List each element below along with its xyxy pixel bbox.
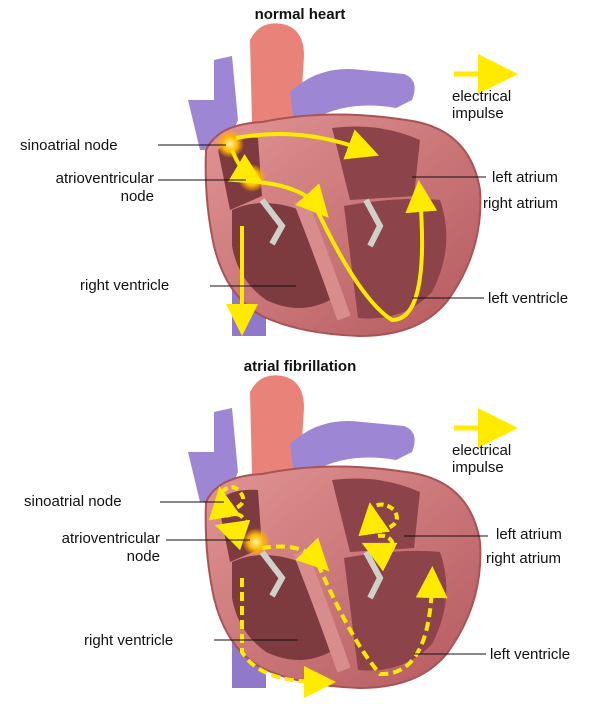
- pulmonary-artery-shape: [290, 420, 415, 492]
- label-sinoatrial-node: sinoatrial node: [24, 493, 122, 510]
- impulse-path-sa-av: [228, 149, 264, 185]
- label-left-ventricle: left ventricle: [490, 646, 571, 663]
- superior-vena-cava-shape: [188, 56, 238, 150]
- atrioventricular-node-glow: [242, 528, 270, 556]
- tricuspid-valve-shape: [259, 198, 286, 246]
- normal-heart-illustration: [158, 23, 518, 338]
- impulse-path-right-wall: [240, 578, 336, 698]
- impulse-path-left-loop: [316, 180, 438, 323]
- normal-heart-panel: normal heart: [20, 6, 569, 338]
- label-left-atrium: left atrium: [492, 169, 558, 186]
- label-av-node: atrioventricular node: [55, 170, 154, 205]
- label-left-atrium: left atrium: [496, 526, 562, 543]
- impulse-chaotic-left-atrium-2: [361, 533, 398, 572]
- legend-label: electrical impulse: [452, 88, 512, 122]
- label-left-ventricle: left ventricle: [488, 290, 569, 307]
- superior-vena-cava-shape: [188, 408, 238, 502]
- impulse-path-left-loop: [316, 563, 448, 677]
- legend-label: electrical impulse: [452, 442, 512, 476]
- impulse-chaotic-right-atrium: [208, 485, 246, 521]
- impulse-path-atria: [235, 129, 379, 160]
- fibrillation-heart-illustration: [160, 375, 518, 698]
- tricuspid-valve-shape: [259, 550, 286, 598]
- label-right-ventricle: right ventricle: [80, 277, 170, 294]
- sinoatrial-node-glow: [216, 130, 244, 158]
- impulse-chaotic-right-atrium-2: [214, 512, 251, 551]
- label-sinoatrial-node: sinoatrial node: [20, 137, 118, 154]
- atrial-fibrillation-panel: atrial fibrillation: [0, 352, 600, 704]
- label-right-atrium: right atrium: [483, 195, 559, 212]
- impulse-path-bundle: [257, 180, 329, 218]
- aorta-shape: [250, 375, 304, 476]
- impulse-chaotic-left-atrium: [358, 502, 399, 537]
- label-right-atrium: right atrium: [486, 550, 562, 567]
- label-av-node: atrioventricular node: [61, 530, 160, 565]
- panel-title: atrial fibrillation: [243, 358, 357, 375]
- label-right-ventricle: right ventricle: [84, 632, 174, 649]
- pulmonary-artery-shape: [290, 68, 415, 140]
- mitral-valve-shape: [363, 198, 384, 248]
- aorta-shape: [250, 23, 304, 124]
- impulse-path-bundle: [261, 537, 330, 572]
- panel-title: normal heart: [254, 6, 346, 23]
